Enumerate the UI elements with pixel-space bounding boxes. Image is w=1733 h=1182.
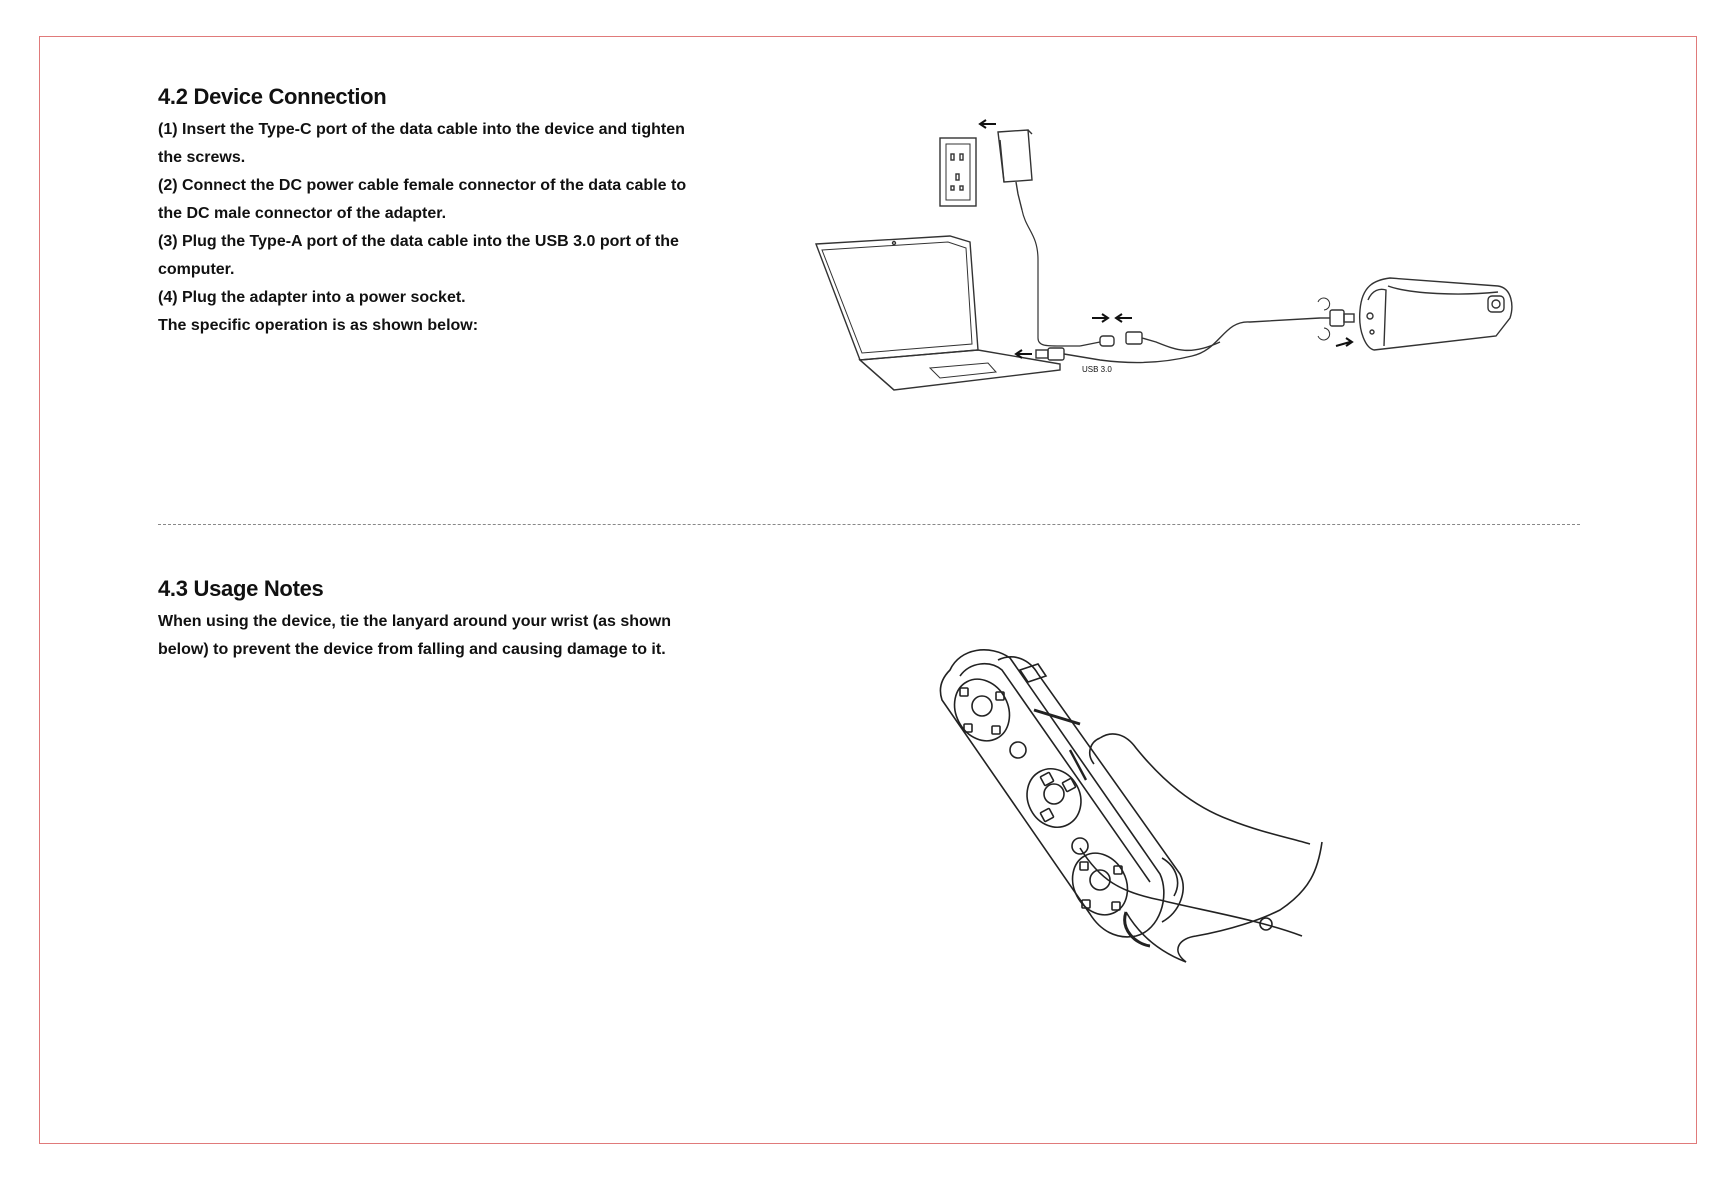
text-line: (3) Plug the Type-A port of the data cab…	[158, 233, 679, 250]
text-line: (4) Plug the adapter into a power socket…	[158, 289, 466, 306]
section-usage-notes: 4.3 Usage Notes When using the device, t…	[158, 576, 738, 664]
power-adapter-icon	[997, 129, 1033, 211]
connection-illustration: USB 3.0	[815, 119, 1513, 391]
scanner-device-icon	[1358, 277, 1513, 351]
lanyard-icon	[1123, 841, 1323, 963]
section-title: 4.2 Device Connection	[158, 84, 387, 109]
text-line: the screws.	[158, 149, 246, 166]
scanner-device-icon	[939, 649, 1184, 938]
text-line: below) to prevent the device from fallin…	[158, 641, 666, 658]
section-title: 4.3 Usage Notes	[158, 576, 324, 601]
text-line: the DC male connector of the adapter.	[158, 205, 447, 222]
hand-icon	[1079, 733, 1311, 937]
laptop-icon	[815, 235, 1061, 391]
usb-label: USB 3.0	[1082, 365, 1112, 374]
dc-connector-icon	[1079, 313, 1221, 352]
usb-plug-icon	[1014, 317, 1321, 364]
page-frame	[39, 36, 1697, 1144]
text-line: When using the device, tie the lanyard a…	[158, 613, 671, 630]
text-line: The specific operation is as shown below…	[158, 317, 479, 334]
text-line: computer.	[158, 261, 235, 278]
section-device-connection: 4.2 Device Connection (1) Insert the Typ…	[158, 84, 738, 340]
text-line: (1) Insert the Type-C port of the data c…	[158, 121, 685, 138]
text-line: (2) Connect the DC power cable female co…	[158, 177, 687, 194]
type-c-connector-icon	[1317, 297, 1355, 347]
section-divider	[158, 524, 1580, 525]
hand-lanyard-illustration	[939, 649, 1323, 963]
wall-socket-icon	[939, 137, 977, 207]
